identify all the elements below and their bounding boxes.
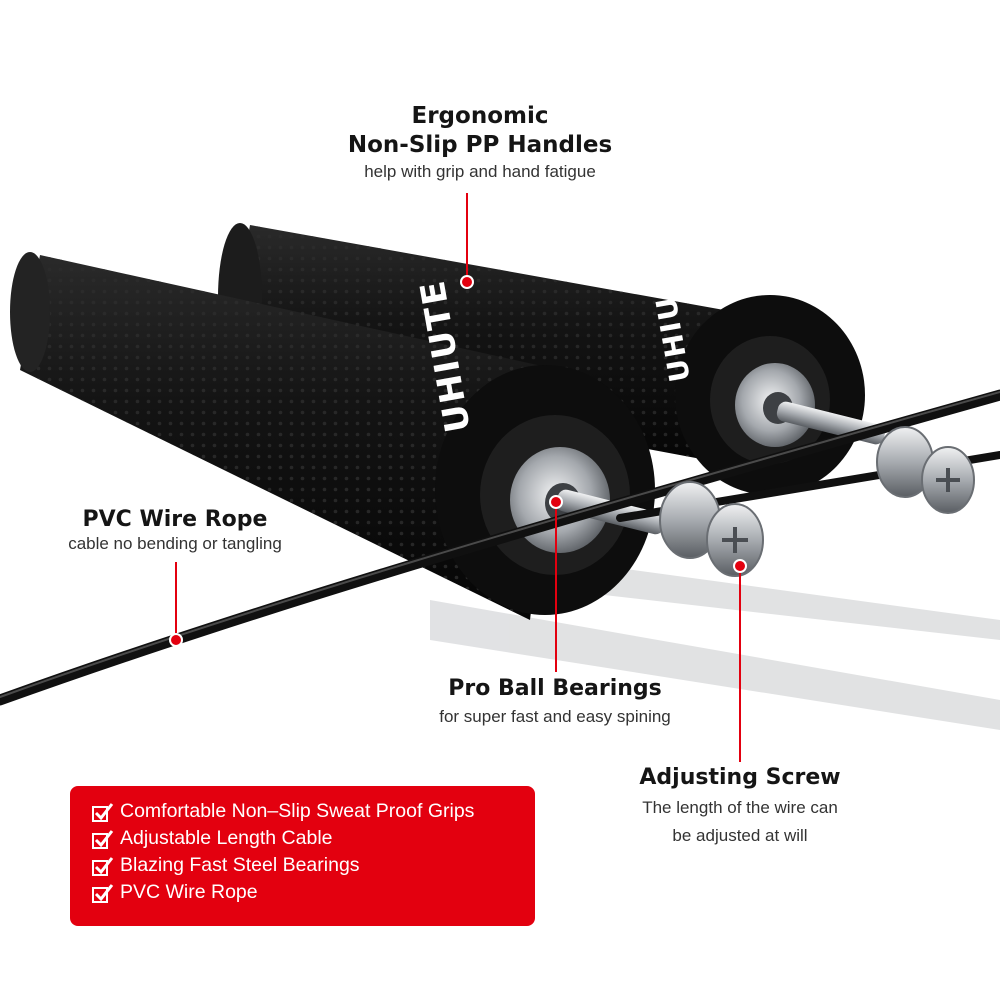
feature-label: Blazing Fast Steel Bearings <box>120 854 360 876</box>
rope-title: PVC Wire Rope <box>82 507 268 532</box>
handles-title-line1: Ergonomic <box>411 103 549 129</box>
check-icon <box>92 802 114 822</box>
bearings-title: Pro Ball Bearings <box>448 676 662 701</box>
adjusting-screw-back-icon <box>876 426 975 514</box>
screw-subtitle-line2: be adjusted at will <box>672 826 808 845</box>
callout-leaders <box>169 193 747 762</box>
feature-label: PVC Wire Rope <box>120 881 258 903</box>
callout-rope: PVC Wire Rope cable no bending or tangli… <box>20 506 330 554</box>
handle-front <box>10 252 655 620</box>
feature-item: Adjustable Length Cable <box>92 825 535 852</box>
feature-label: Comfortable Non–Slip Sweat Proof Grips <box>120 800 475 822</box>
feature-item: Blazing Fast Steel Bearings <box>92 852 535 879</box>
callout-bearings: Pro Ball Bearings for super fast and eas… <box>395 675 715 727</box>
adjusting-screw-front-icon <box>659 481 764 577</box>
feature-item: Comfortable Non–Slip Sweat Proof Grips <box>92 798 535 825</box>
screw-title: Adjusting Screw <box>639 765 841 790</box>
feature-item: PVC Wire Rope <box>92 879 535 906</box>
rope-subtitle: cable no bending or tangling <box>68 534 282 553</box>
callout-screw: Adjusting Screw The length of the wire c… <box>600 764 880 848</box>
bearings-subtitle: for super fast and easy spining <box>439 707 671 726</box>
handles-title-line2: Non-Slip PP Handles <box>347 132 613 158</box>
check-icon <box>92 856 114 876</box>
callout-handles: Ergonomic Non-Slip PP Handles help with … <box>300 102 660 182</box>
check-icon <box>92 829 114 849</box>
feature-list-box: Comfortable Non–Slip Sweat Proof Grips A… <box>70 786 535 926</box>
screw-subtitle-line1: The length of the wire can <box>642 798 838 817</box>
floor-shadows <box>430 560 1000 730</box>
handles-subtitle: help with grip and hand fatigue <box>364 162 596 181</box>
feature-label: Adjustable Length Cable <box>120 827 333 849</box>
check-icon <box>92 883 114 903</box>
